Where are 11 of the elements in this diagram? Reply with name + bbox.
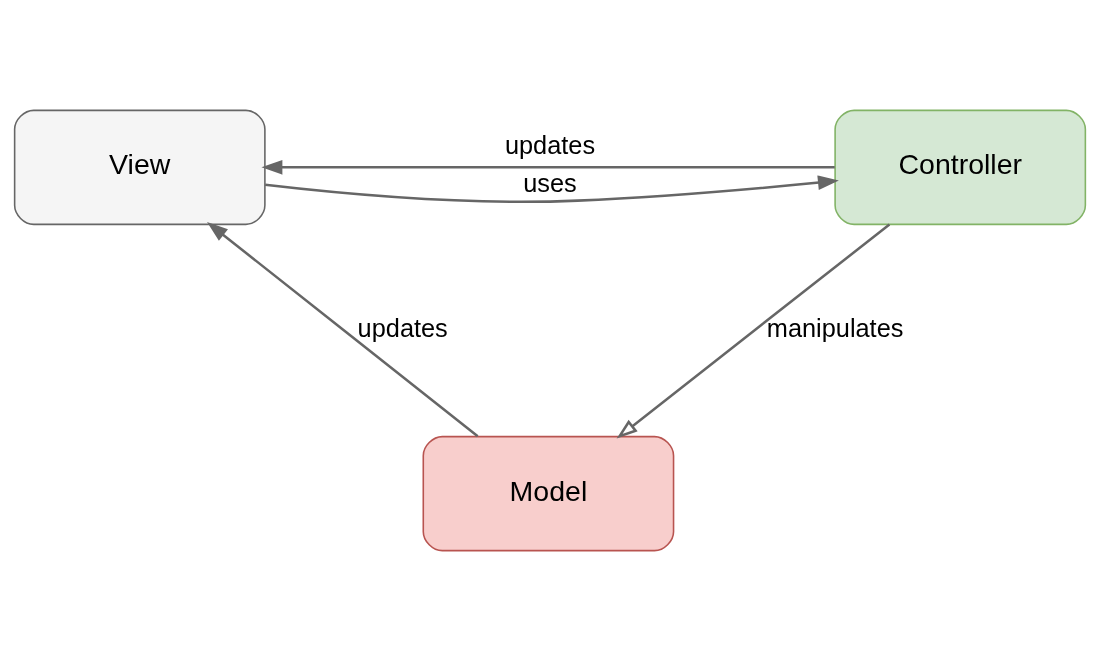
arrow <box>261 160 835 175</box>
edge-label: updates <box>504 131 596 160</box>
edge-label: updates <box>357 313 448 342</box>
edge-label: uses <box>523 169 577 198</box>
arrow <box>616 223 891 439</box>
arrow <box>265 175 839 203</box>
node-box: Model <box>422 435 675 552</box>
node-box: Controller <box>834 109 1087 226</box>
node-box: View <box>13 109 266 226</box>
edge-label: manipulates <box>766 313 904 342</box>
arrow <box>207 222 479 438</box>
